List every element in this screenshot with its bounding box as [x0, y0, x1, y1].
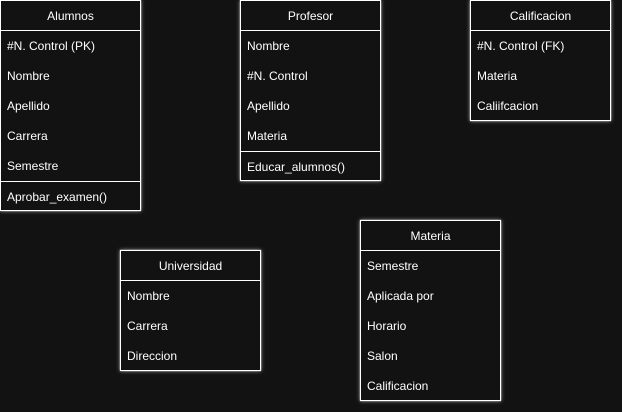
class-universidad[interactable]: Universidad Nombre Carrera Direccion	[120, 250, 261, 371]
class-title: Materia	[361, 221, 500, 251]
class-attribute: #N. Control (PK)	[7, 39, 96, 53]
class-title: Profesor	[241, 1, 380, 31]
class-attribute: Semestre	[367, 259, 419, 273]
class-title: Alumnos	[1, 1, 140, 31]
class-method: Educar_alumnos()	[241, 151, 380, 182]
class-attribute: Nombre	[127, 289, 170, 303]
class-method: Aprobar_examen()	[1, 181, 140, 212]
class-attribute: Apellido	[247, 99, 290, 113]
class-attribute: Calificacion	[367, 379, 429, 393]
class-attribute: #N. Control (FK)	[477, 39, 565, 53]
class-calificacion[interactable]: Calificacion #N. Control (FK) Materia Ca…	[470, 0, 611, 121]
class-attribute: Salon	[367, 349, 398, 363]
class-attribute: Carrera	[7, 129, 48, 143]
class-attribute: Materia	[247, 129, 288, 143]
class-alumnos[interactable]: Alumnos #N. Control (PK) Nombre Apellido…	[0, 0, 141, 211]
class-attribute: Caliifcacion	[477, 99, 539, 113]
class-attribute: Materia	[477, 69, 518, 83]
class-attribute: Carrera	[127, 319, 168, 333]
class-title: Universidad	[121, 251, 260, 281]
class-attribute: #N. Control	[247, 69, 308, 83]
class-attribute: Nombre	[7, 69, 50, 83]
class-title: Calificacion	[471, 1, 610, 31]
class-profesor[interactable]: Profesor Nombre #N. Control Apellido Mat…	[240, 0, 381, 181]
class-attribute: Apellido	[7, 99, 50, 113]
class-attribute: Direccion	[127, 349, 178, 363]
class-attribute: Aplicada por	[367, 289, 434, 303]
class-materia[interactable]: Materia Semestre Aplicada por Horario Sa…	[360, 220, 501, 401]
class-attribute: Nombre	[247, 39, 290, 53]
class-attribute: Semestre	[7, 159, 59, 173]
class-attribute: Horario	[367, 319, 407, 333]
